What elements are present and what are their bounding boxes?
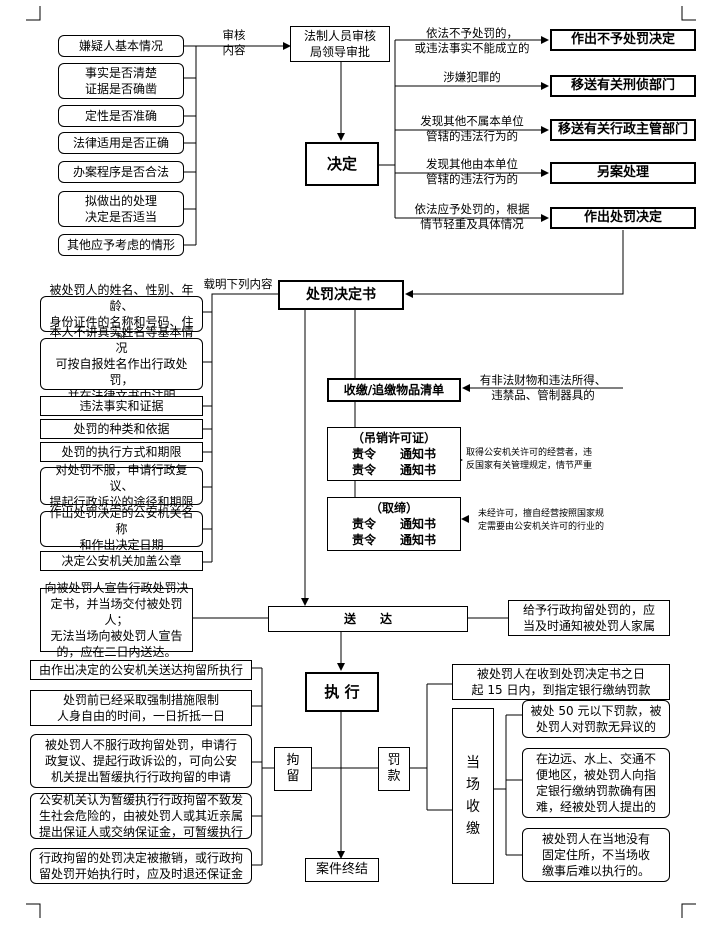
revoke-condition: 取得公安机关许可的经营者，违 反国家有关管理规定，情节严重 — [466, 448, 593, 471]
revoke-row: 责令 通知书 — [352, 462, 436, 478]
case-closed-box: 案件终结 — [305, 858, 379, 882]
check-item-other: 其他应予考虑的情形 — [58, 234, 184, 256]
ban-order-2: 责令 — [351, 533, 376, 547]
execution-box: 执 行 — [305, 672, 379, 712]
detention-item-offset: 处罚前已经采取强制措施限制 人身自由的时间，一日折抵一日 — [30, 690, 252, 726]
revoke-notice-2: 通知书 — [400, 463, 437, 477]
revoke-notice-1: 通知书 — [400, 447, 437, 461]
detention-box: 拘 留 — [274, 747, 312, 791]
detention-item-suspend: 公安机关认为暂缓执行行政拘留不致发 生社会危险的，由被处罚人或其近亲属 提出保证… — [30, 793, 252, 839]
check-item-procedure: 办案程序是否合法 — [58, 161, 184, 183]
onsite-collection-box: 当 场 收 缴 — [452, 708, 494, 884]
doc-item-seal: 决定公安机关加盖公章 — [40, 551, 203, 571]
doc-item-execution-method: 处罚的执行方式和期限 — [40, 442, 203, 462]
outcome-no-penalty: 作出不予处罚决定 — [550, 29, 696, 51]
doc-item-penalty-type: 处罚的种类和依据 — [40, 419, 203, 439]
ban-box: （取缔） 责令 通知书 责令 通知书 — [327, 497, 461, 551]
outcome-penalty-decision: 作出处罚决定 — [550, 207, 696, 229]
delivery-note-right: 给予行政拘留处罚的，应 当及时通知被处罚人家属 — [508, 600, 670, 636]
review-label: 审核 内容 — [222, 28, 246, 57]
onsite-item-remote: 在边远、水上、交通不 便地区，被处罚人向指 定银行缴纳罚款确有困 难，经被处罚人… — [522, 748, 670, 818]
seize-list-box: 收缴/追缴物品清单 — [327, 378, 461, 402]
ban-condition: 未经许可，擅自经营按照国家规 定需要由公安机关许可的行业的 — [478, 509, 605, 532]
ban-notice-2: 通知书 — [400, 533, 437, 547]
outcome-transfer-police: 移送有关刑侦部门 — [550, 75, 696, 97]
condition-no-penalty: 依法不予处罚的， 或违法事实不能成立的 — [414, 26, 530, 55]
condition-crime: 涉嫌犯罪的 — [443, 70, 501, 84]
ban-order-1: 责令 — [351, 517, 376, 531]
check-item-proposal: 拟做出的处理 决定是否适当 — [58, 191, 184, 227]
doc-item-authority-date: 作出处罚决定的公安机关名称 和作出决定日期 — [40, 506, 203, 552]
detention-item-refund: 行政拘留的处罚决定被撤销，或行政拘 留处罚开始执行时，应及时退还保证金 — [30, 848, 252, 884]
delivery-box: 送 达 — [268, 606, 468, 632]
detention-item-appeal: 被处罚人不服行政拘留处罚，申请行 政复议、提起行政诉讼的，可向公安 机关提出暂缓… — [30, 734, 252, 788]
condition-penalize: 依法应予处罚的，根据 情节轻重及具体情况 — [414, 202, 530, 231]
condition-other-jurisdiction: 发现其他不属本单位 管辖的违法行为的 — [420, 114, 524, 143]
outcome-separate-case: 另案处理 — [550, 162, 696, 184]
doc-item-self-reported-name: 本人不讲真实姓名等基本情况 可按自报姓名作出行政处罚， 并在法律文书中注明 — [40, 325, 203, 403]
contains-label: 载明下列内容 — [203, 277, 273, 291]
decision-box: 决定 — [305, 142, 379, 186]
delivery-note-left: 向被处罚人宣告行政处罚决 定书，并当场交付被处罚人； 无法当场向被处罚人宣告 的… — [40, 581, 193, 659]
fine-box: 罚 款 — [378, 747, 410, 791]
penalty-document-box: 处罚决定书 — [278, 280, 404, 310]
ban-row: 责令 通知书 — [352, 532, 436, 548]
detention-item-deliver: 由作出决定的公安机关送达拘留所执行 — [30, 660, 252, 680]
outcome-transfer-admin: 移送有关行政主管部门 — [550, 119, 696, 141]
doc-item-facts-evidence: 违法事实和证据 — [40, 396, 203, 416]
check-item-law: 法律适用是否正确 — [58, 132, 184, 154]
revoke-order-2: 责令 — [351, 463, 376, 477]
check-item-suspect: 嫌疑人基本情况 — [58, 35, 184, 57]
revoke-order-1: 责令 — [351, 447, 376, 461]
ban-row: 责令 通知书 — [352, 516, 436, 532]
approval-box: 法制人员审核 局领导审批 — [290, 26, 390, 62]
onsite-item-no-residence: 被处罚人在当地没有 固定住所，不当场收 缴事后难以执行的。 — [522, 828, 670, 882]
revoke-title: （吊销许可证） — [351, 431, 436, 445]
ban-title: （取缔） — [369, 501, 418, 515]
doc-item-appeal-route: 对处罚不服，申请行政复议、 提起行政诉讼的途径和期限 — [40, 463, 203, 509]
doc-item-identity: 被处罚人的姓名、性别、年龄、 身份证件的名称和号码、住址 — [40, 283, 203, 345]
seize-condition: 有非法财物和违法所得、 违禁品、管制器具的 — [479, 373, 607, 402]
fine-pay-note: 被处罚人在收到处罚决定书之日 起 15 日内，到指定银行缴纳罚款 — [452, 664, 670, 700]
ban-notice-1: 通知书 — [400, 517, 437, 531]
check-item-nature: 定性是否准确 — [58, 105, 184, 127]
check-item-facts: 事实是否清楚 证据是否确凿 — [58, 63, 184, 99]
condition-own-jurisdiction: 发现其他由本单位 管辖的违法行为的 — [426, 157, 518, 186]
onsite-item-small-fine: 被处 50 元以下罚款，被 处罚人对罚款无异议的 — [522, 700, 670, 738]
revoke-row: 责令 通知书 — [352, 446, 436, 462]
revoke-license-box: （吊销许可证） 责令 通知书 责令 通知书 — [327, 427, 461, 481]
